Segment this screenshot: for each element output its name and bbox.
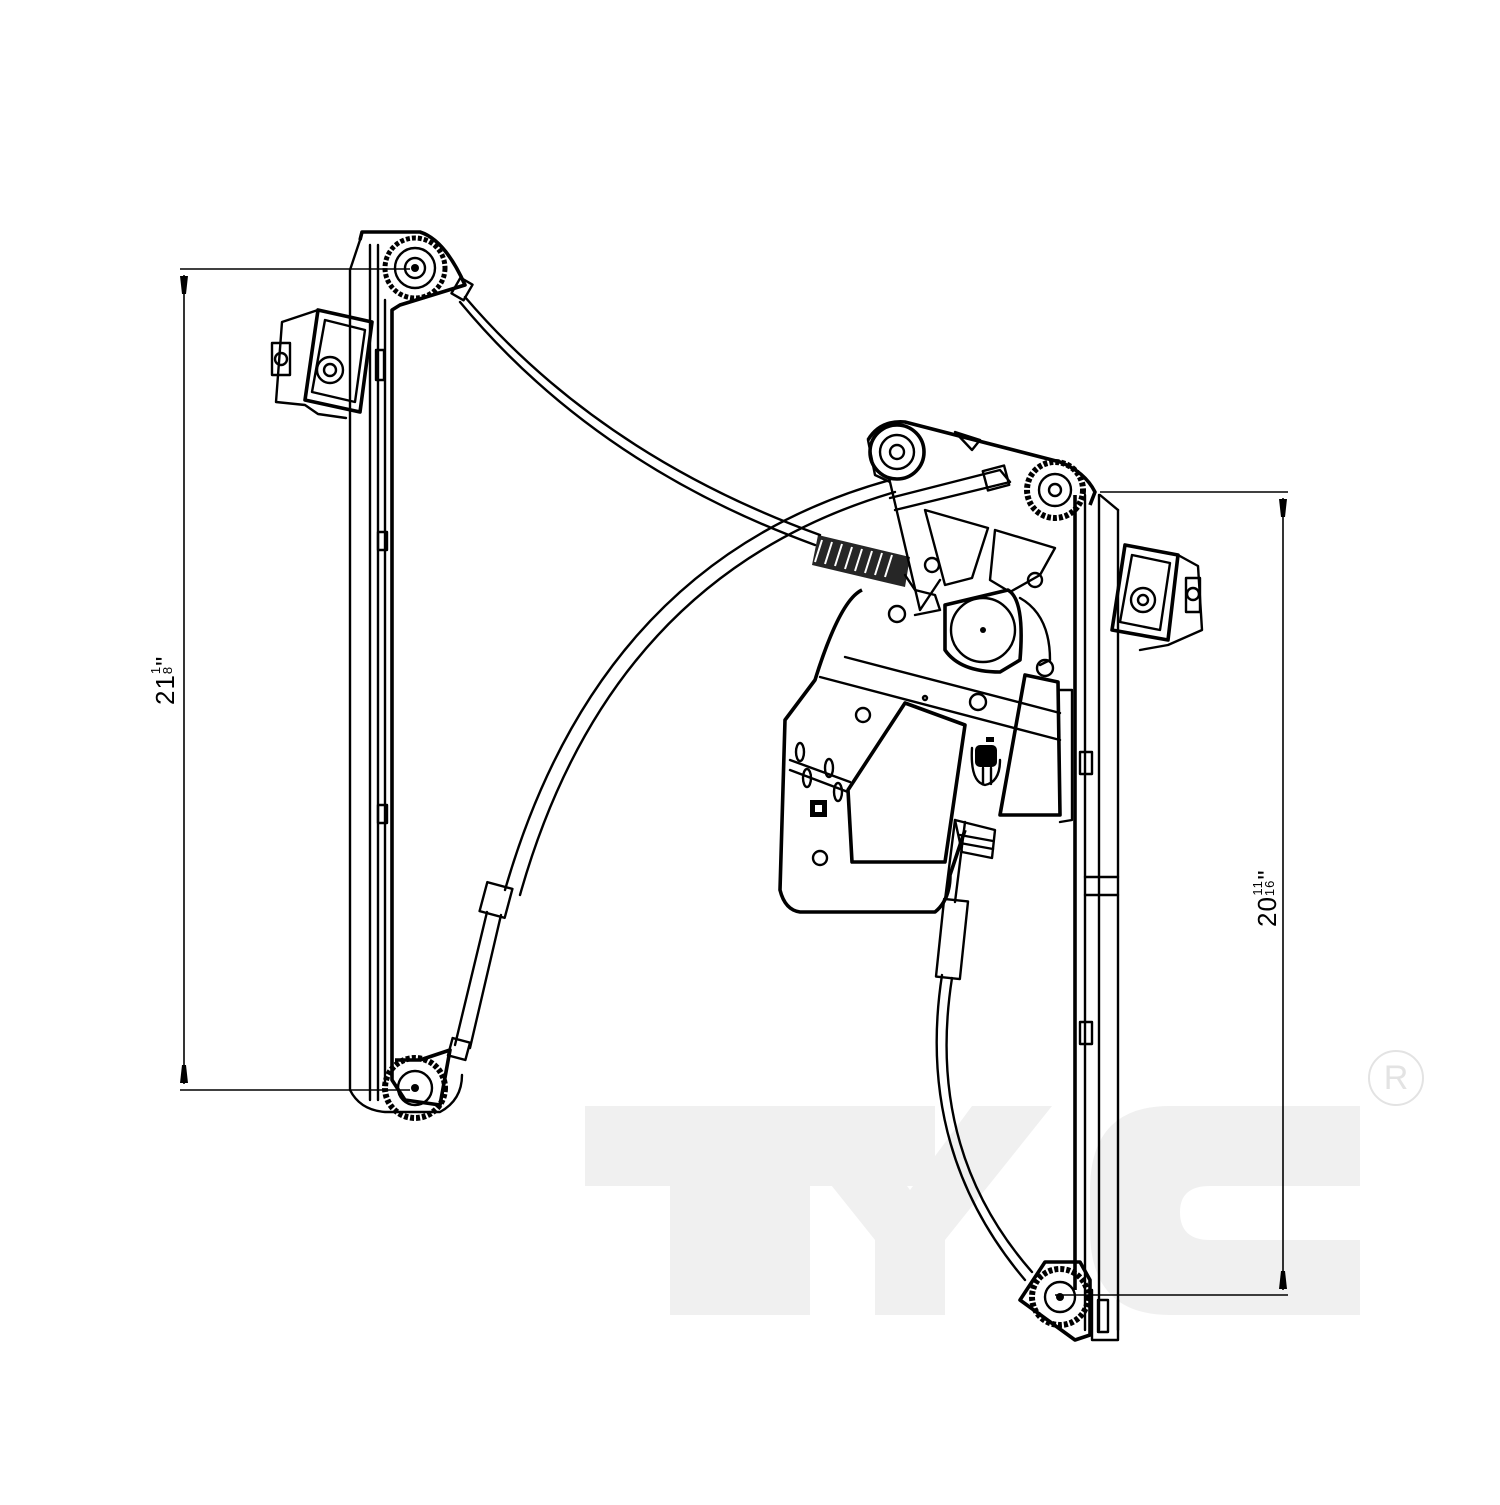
glass-clamp-right	[1110, 543, 1204, 652]
mounting-studs	[788, 741, 852, 867]
pulley-right-bottom	[1018, 1260, 1092, 1342]
right-dimension-line	[1055, 491, 1288, 1296]
pulley-left-bottom	[382, 1055, 448, 1121]
motor-housing	[778, 420, 1097, 914]
cable-upper	[450, 276, 822, 547]
pulley-left-top	[382, 235, 448, 301]
glass-clamp-left	[270, 308, 386, 420]
right-dimension-unit: "	[1252, 869, 1282, 880]
left-dimension-line	[180, 268, 410, 1091]
right-dimension-whole: 20	[1252, 896, 1282, 927]
left-dimension-unit: "	[150, 655, 180, 666]
connector-icon	[970, 737, 1002, 787]
left-dimension-whole: 21	[150, 674, 180, 705]
registered-mark-icon: R	[1368, 1050, 1424, 1106]
right-rail	[1073, 493, 1120, 1342]
cable-lower	[934, 818, 1034, 1282]
tyc-watermark	[585, 1106, 1360, 1315]
spring	[812, 535, 910, 587]
cable-arch	[446, 478, 897, 1062]
